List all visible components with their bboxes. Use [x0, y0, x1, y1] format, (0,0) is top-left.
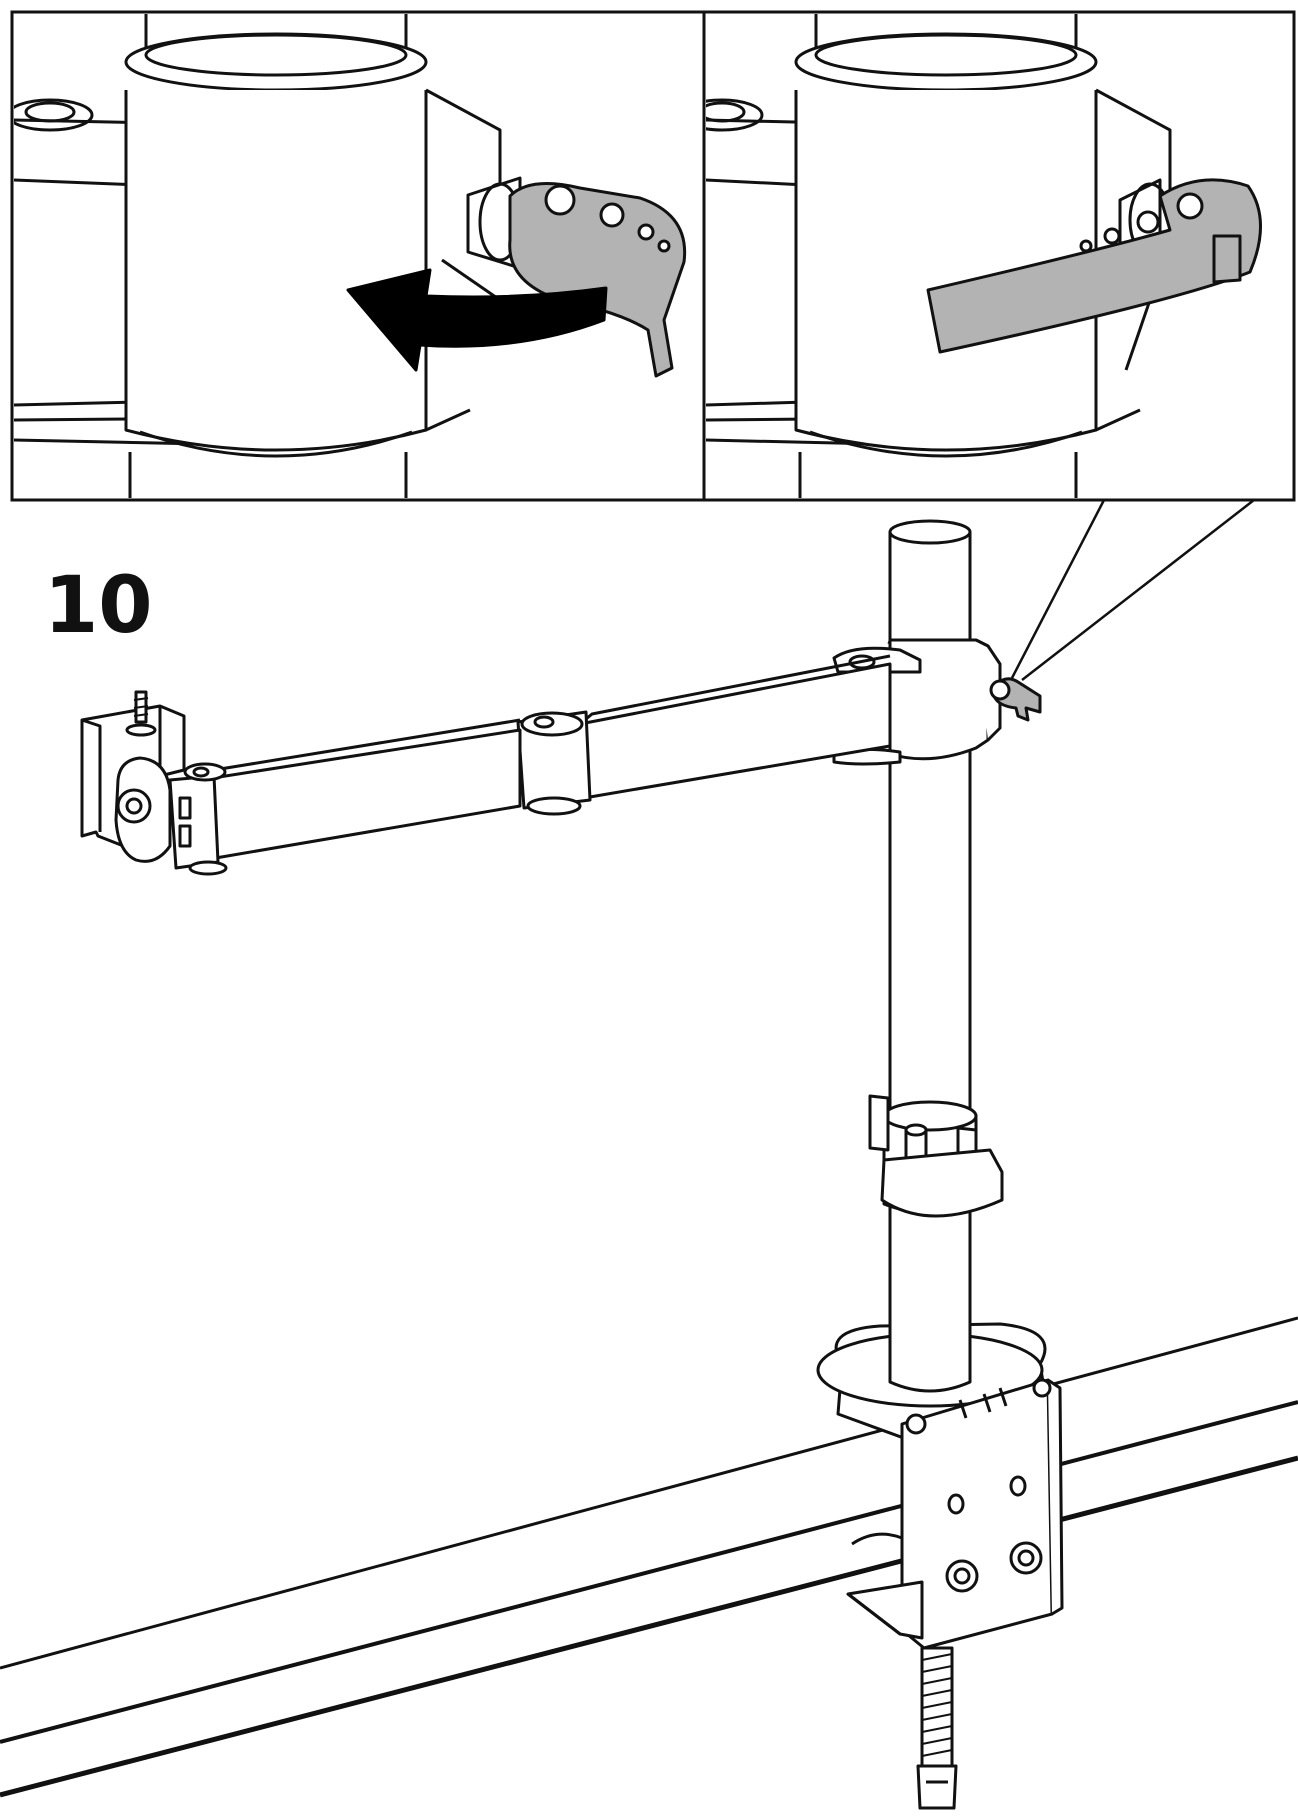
detail-frame	[10, 10, 1296, 502]
arm-outer-segment	[198, 728, 522, 862]
panel-lever-closed	[14, 14, 687, 498]
detail-inset	[10, 10, 1296, 502]
monitor-arm	[80, 638, 1042, 876]
cam-lever-closed	[508, 182, 687, 378]
callout-pointer	[1010, 499, 1255, 681]
panel-lever-open	[706, 14, 1262, 498]
desk-top	[0, 1316, 1298, 1798]
tilt-joint	[168, 774, 220, 870]
step-number: 10	[44, 561, 153, 651]
cam-lever-open	[926, 178, 1262, 354]
curved-arrow-rotate-icon	[346, 268, 608, 372]
arm-inner-segment	[578, 662, 892, 800]
